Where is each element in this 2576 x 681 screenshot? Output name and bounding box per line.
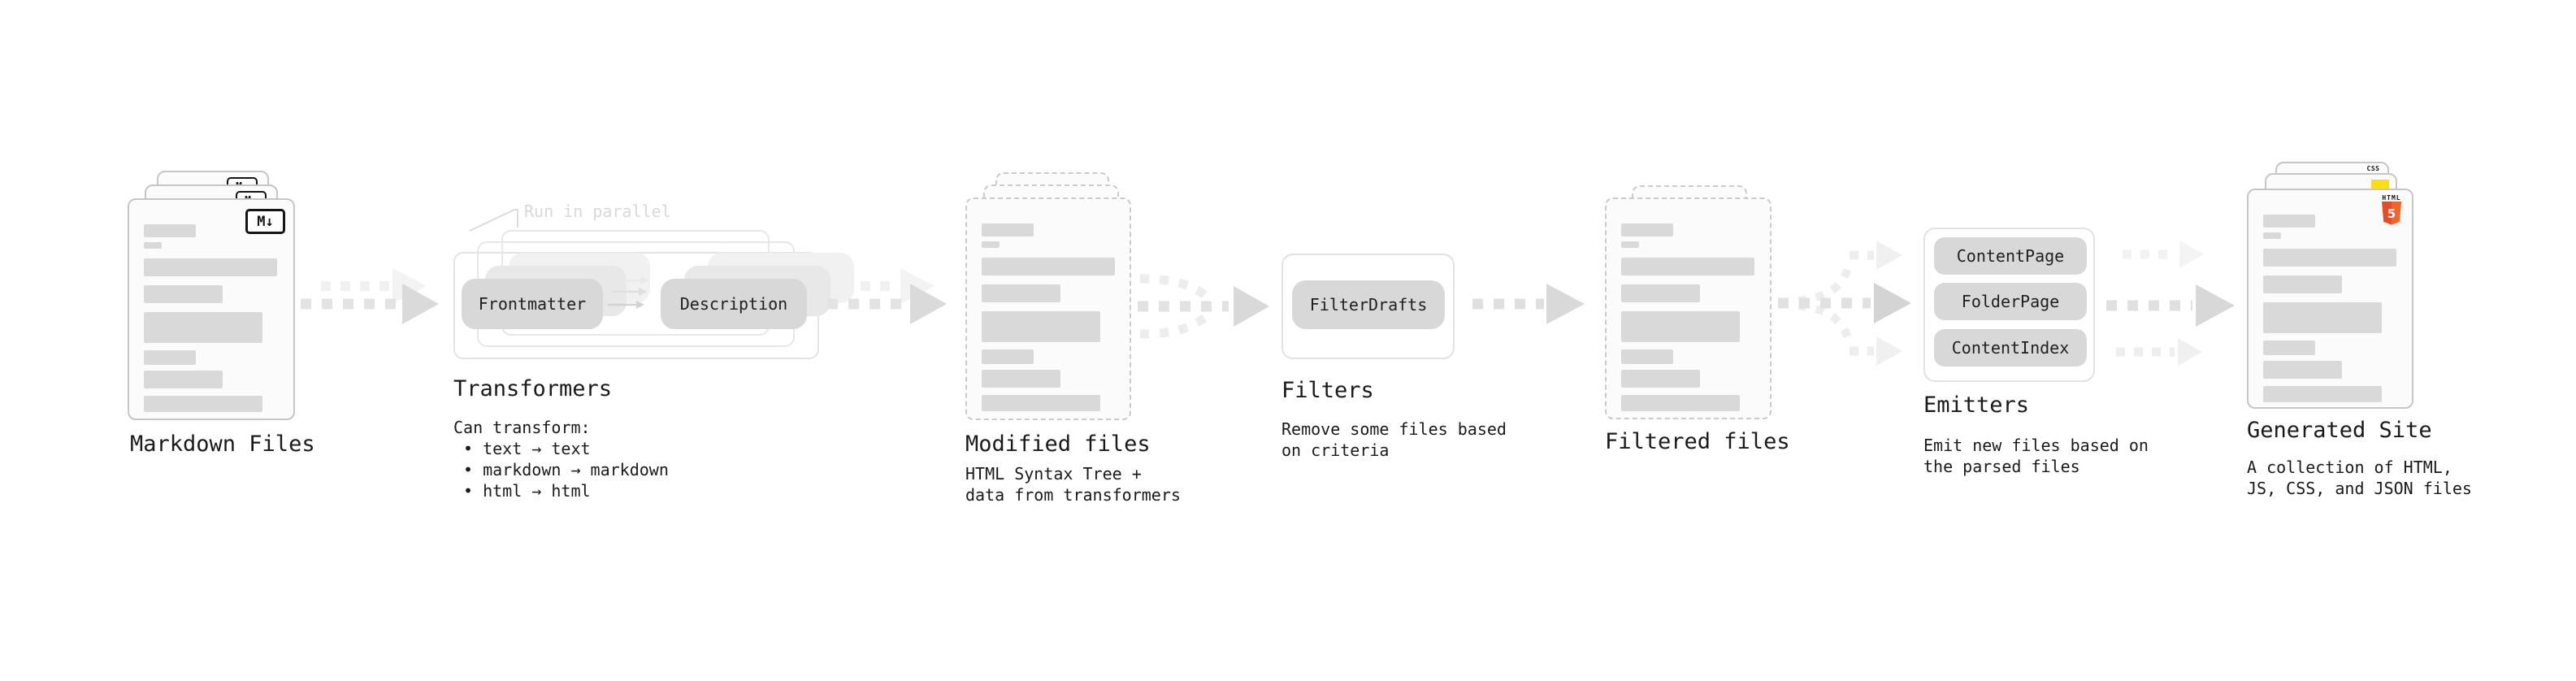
filtered-page-front	[1605, 197, 1772, 419]
svg-text:5: 5	[2387, 206, 2396, 221]
transformers-bullet: • markdown → markdown	[463, 460, 669, 479]
folderpage-pill: FolderPage	[1934, 283, 2087, 320]
arrow-filters-to-filtered	[1472, 284, 1585, 324]
filtered-files-title: Filtered files	[1605, 429, 1790, 454]
modified-files-caption: HTML Syntax Tree +	[965, 464, 1142, 484]
arrow-modified-to-filters	[1138, 274, 1269, 339]
document-content-placeholder	[2263, 215, 2397, 402]
modified-files-title: Modified files	[965, 432, 1151, 457]
emitters-caption: Emit new files based on	[1923, 436, 2149, 455]
filters-caption: Remove some files based	[1281, 419, 1507, 439]
document-content-placeholder	[982, 223, 1115, 411]
generated-site-title: Generated Site	[2247, 418, 2432, 443]
filterdrafts-pill: FilterDrafts	[1292, 280, 1445, 329]
modified-page-front	[965, 197, 1131, 420]
modified-files-caption: data from transformers	[965, 485, 1181, 505]
markdown-files-title: Markdown Files	[130, 432, 315, 457]
markdown-icon: M↓	[245, 209, 285, 234]
document-content-placeholder	[144, 224, 279, 412]
generated-page-html: HTML 5	[2247, 189, 2413, 409]
arrow-emitters-to-generated	[2106, 241, 2235, 366]
transformers-caption-head: Can transform:	[453, 418, 591, 437]
filters-title: Filters	[1281, 378, 1374, 403]
contentpage-pill: ContentPage	[1934, 237, 2087, 275]
generated-site-caption: JS, CSS, and JSON files	[2247, 479, 2472, 498]
transformers-bullet: • text → text	[463, 439, 591, 458]
run-in-parallel-connector	[469, 209, 518, 232]
transformers-title: Transformers	[453, 376, 613, 401]
html5-icon: HTML 5	[2381, 194, 2402, 226]
filters-caption: on criteria	[1281, 440, 1390, 460]
frontmatter-pill: Frontmatter	[462, 279, 603, 329]
js-icon	[2371, 180, 2389, 189]
description-pill: Description	[661, 279, 807, 329]
arrow-markdown-to-transformers	[301, 268, 439, 324]
run-in-parallel-label: Run in parallel	[524, 202, 671, 221]
markdown-page-front: M↓	[128, 198, 295, 420]
emitters-caption: the parsed files	[1923, 457, 2080, 476]
contentindex-pill: ContentIndex	[1934, 329, 2087, 367]
generated-site-caption: A collection of HTML,	[2247, 458, 2452, 477]
arrow-filtered-to-emitters	[1778, 241, 1911, 366]
emitters-title: Emitters	[1923, 393, 2030, 418]
document-content-placeholder	[1621, 223, 1755, 411]
transformers-bullet: • html → html	[463, 481, 591, 501]
